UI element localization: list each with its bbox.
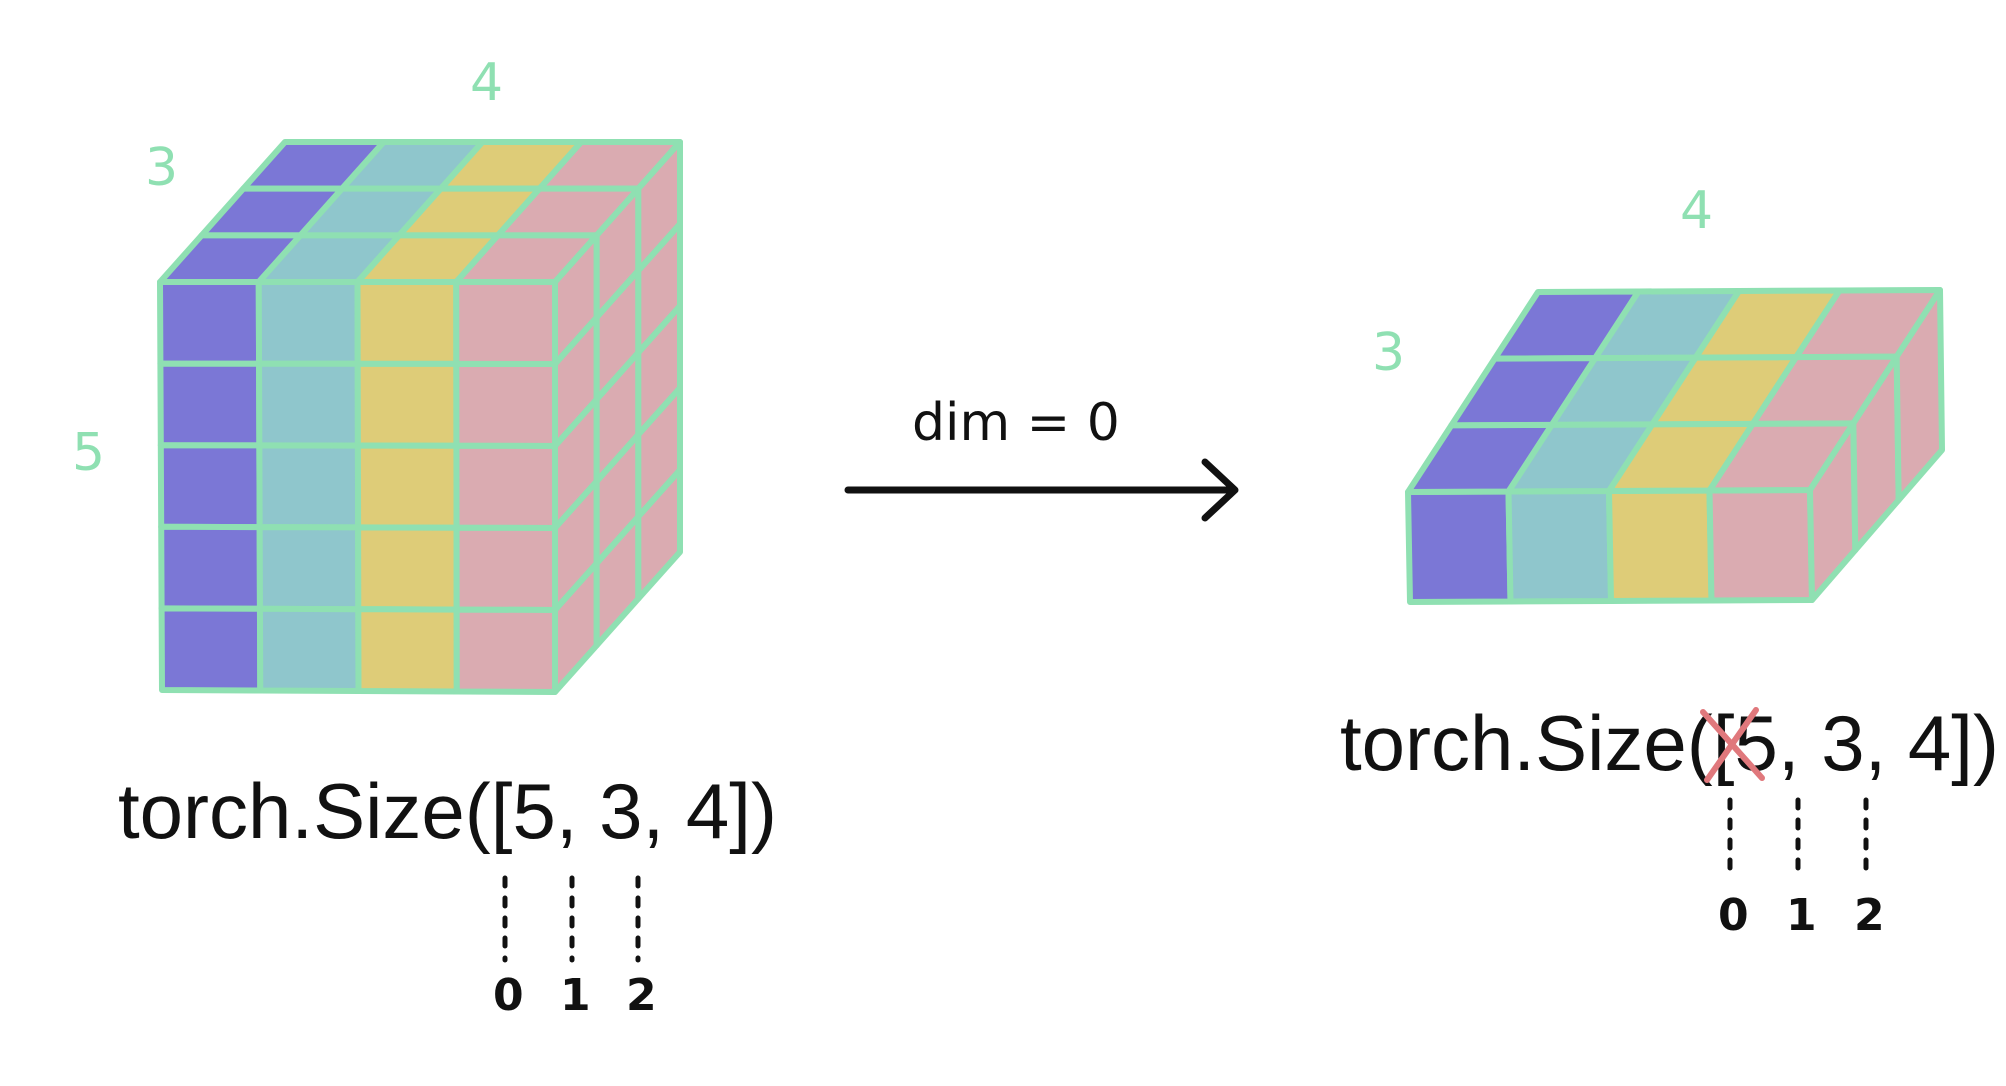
right-size-suffix: , 3, 4]): [1778, 699, 1999, 787]
left-front-cell: [256, 360, 361, 449]
right-front-cell: [1505, 488, 1614, 605]
left-size-label: torch.Size([5, 3, 4]): [118, 767, 777, 855]
left-width-dim-label: 4: [470, 53, 503, 113]
left-axis-index-0: 0: [493, 970, 524, 1021]
left-front-cell: [256, 442, 362, 531]
left-front-cell: [354, 442, 460, 531]
left-axis-index-2: 2: [626, 970, 657, 1021]
right-slab-front-face: [1405, 487, 1815, 605]
right-tensor-slab: [1405, 287, 1945, 605]
right-axis-index-1: 1: [1786, 890, 1817, 941]
right-side-cell: [1893, 287, 1945, 503]
right-slab-side-face: [1807, 287, 1945, 603]
strike-through-mark: [1700, 707, 1765, 783]
right-arrow-icon: [844, 458, 1239, 522]
left-front-cell: [157, 279, 263, 367]
left-front-cell: [453, 442, 558, 531]
right-axis-index-guides: 0 1 2: [1718, 797, 1885, 941]
right-front-cell: [1405, 488, 1514, 605]
left-front-cell: [158, 523, 263, 612]
right-size-prefix: torch.Size([: [1340, 699, 1735, 787]
right-width-dim-label: 4: [1680, 181, 1713, 241]
left-front-cell: [354, 279, 460, 367]
right-front-cell: [1606, 487, 1715, 604]
left-front-cell: [354, 360, 460, 449]
right-axis-index-0: 0: [1718, 890, 1749, 941]
right-front-cell: [1706, 487, 1815, 604]
left-side-cell: [635, 467, 683, 602]
left-height-dim-label: 5: [72, 423, 105, 483]
left-front-cell: [256, 605, 362, 694]
left-front-cell: [255, 279, 361, 367]
operation-label: dim = 0: [912, 393, 1120, 453]
left-front-cell: [157, 360, 263, 449]
left-cube-top-face: [157, 139, 683, 285]
left-front-cell: [453, 524, 558, 613]
left-front-cell: [453, 360, 558, 449]
left-tensor-cube: [157, 139, 683, 695]
right-depth-dim-label: 3: [1372, 323, 1405, 383]
left-front-cell: [453, 606, 558, 695]
left-front-cell: [256, 524, 362, 613]
right-size-label: torch.Size([5, 3, 4]): [1340, 699, 1999, 787]
left-cube-front-face: [157, 279, 558, 695]
left-cube-side-face: [552, 139, 683, 695]
left-axis-index-guides: 0 1 2: [493, 875, 657, 1021]
left-front-cell: [355, 524, 460, 613]
left-front-cell: [453, 279, 558, 367]
left-front-cell: [158, 605, 264, 694]
left-depth-dim-label: 3: [145, 138, 178, 198]
left-front-cell: [157, 442, 263, 531]
right-axis-index-2: 2: [1854, 890, 1885, 941]
left-axis-index-1: 1: [560, 970, 591, 1021]
left-front-cell: [355, 606, 460, 695]
